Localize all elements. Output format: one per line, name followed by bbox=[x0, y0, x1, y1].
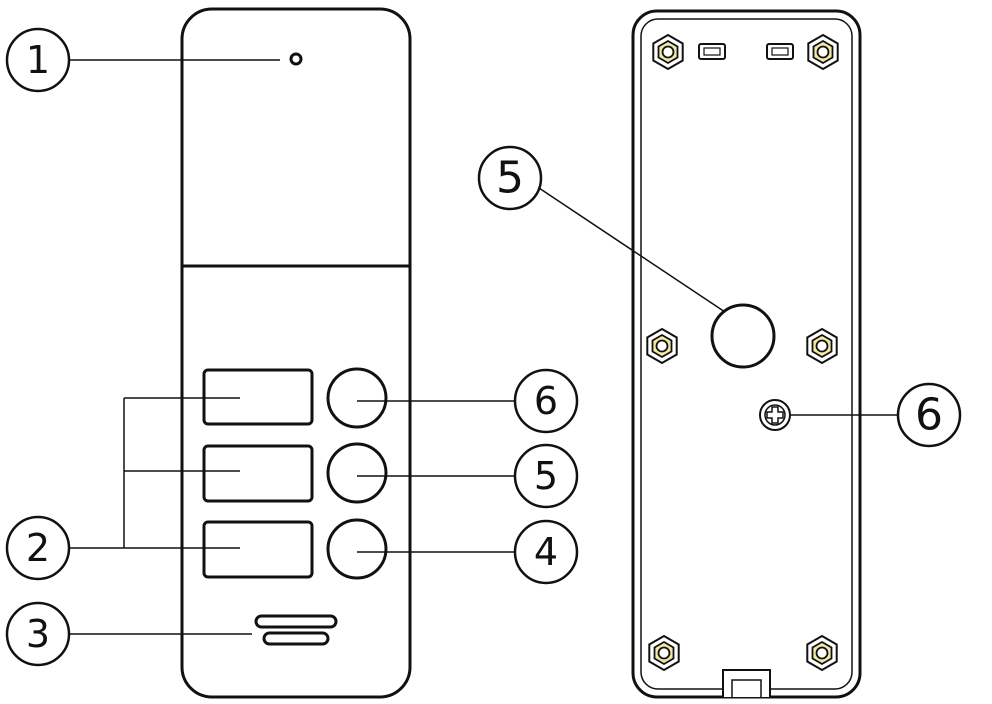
phillips-screw-icon bbox=[759, 399, 791, 431]
svg-text:5: 5 bbox=[496, 153, 524, 204]
camera-lens bbox=[289, 52, 303, 66]
svg-text:4: 4 bbox=[534, 530, 558, 574]
mounting-screw-icon bbox=[648, 635, 680, 671]
bottom-tab bbox=[722, 669, 771, 697]
svg-text:6: 6 bbox=[915, 390, 943, 441]
name-plate-1 bbox=[202, 368, 314, 426]
call-button-3 bbox=[326, 518, 388, 580]
speaker-grille bbox=[254, 614, 338, 646]
mounting-screw-icon bbox=[806, 328, 838, 364]
top-slot-left bbox=[698, 43, 726, 60]
mounting-screw-icon bbox=[806, 635, 838, 671]
rear-view: 5 6 bbox=[477, 9, 962, 699]
svg-text:1: 1 bbox=[26, 38, 50, 82]
call-button-1 bbox=[326, 367, 388, 429]
front-housing bbox=[180, 7, 412, 699]
front-view: 1 2 3 4 5 6 bbox=[5, 7, 579, 699]
callout-r5: 5 bbox=[477, 145, 543, 211]
top-slot-right bbox=[766, 43, 794, 60]
svg-text:5: 5 bbox=[534, 454, 558, 498]
callout-5: 5 bbox=[513, 443, 579, 509]
callout-2: 2 bbox=[5, 515, 71, 581]
svg-text:2: 2 bbox=[26, 526, 50, 570]
name-plate-2 bbox=[202, 444, 314, 503]
callout-1: 1 bbox=[5, 27, 71, 93]
name-plate-3 bbox=[202, 520, 314, 579]
callout-3: 3 bbox=[5, 601, 71, 667]
callout-6: 6 bbox=[513, 368, 579, 434]
leader-line-r5 bbox=[535, 185, 726, 313]
svg-text:6: 6 bbox=[534, 379, 558, 423]
callout-r6: 6 bbox=[896, 382, 962, 448]
cable-hole bbox=[710, 303, 776, 369]
mounting-screw-icon bbox=[652, 34, 684, 70]
svg-text:3: 3 bbox=[26, 612, 50, 656]
mounting-screw-icon bbox=[646, 328, 678, 364]
call-button-2 bbox=[326, 442, 388, 504]
leader-line-2 bbox=[70, 397, 240, 549]
mounting-screw-icon bbox=[807, 34, 839, 70]
callout-4: 4 bbox=[513, 519, 579, 585]
